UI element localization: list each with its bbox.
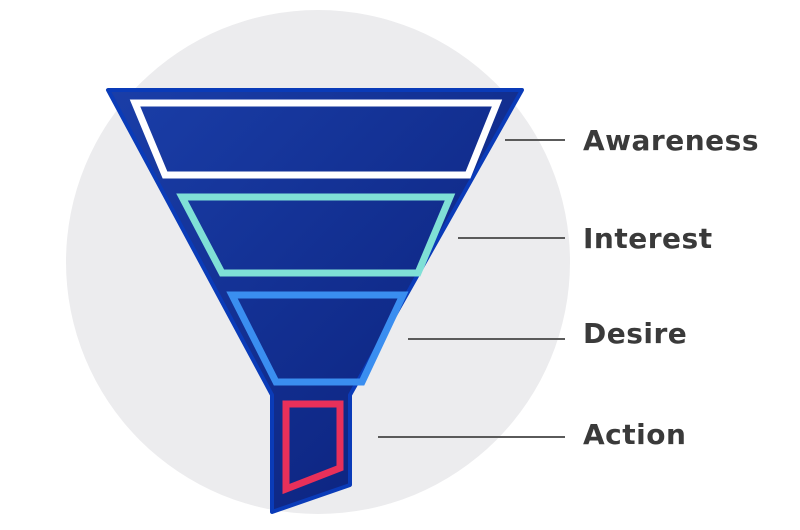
funnel (106, 88, 524, 514)
awareness-band (129, 99, 503, 179)
awareness-label: Awareness (583, 124, 759, 157)
action-label: Action (583, 418, 686, 451)
desire-band (226, 291, 409, 386)
action-band (282, 400, 344, 495)
leader-lines (378, 139, 565, 438)
interest-label: Interest (583, 222, 713, 255)
interest-band (176, 193, 456, 277)
desire-label: Desire (583, 317, 687, 350)
stage-labels: Awareness Interest Desire Action (583, 124, 759, 451)
